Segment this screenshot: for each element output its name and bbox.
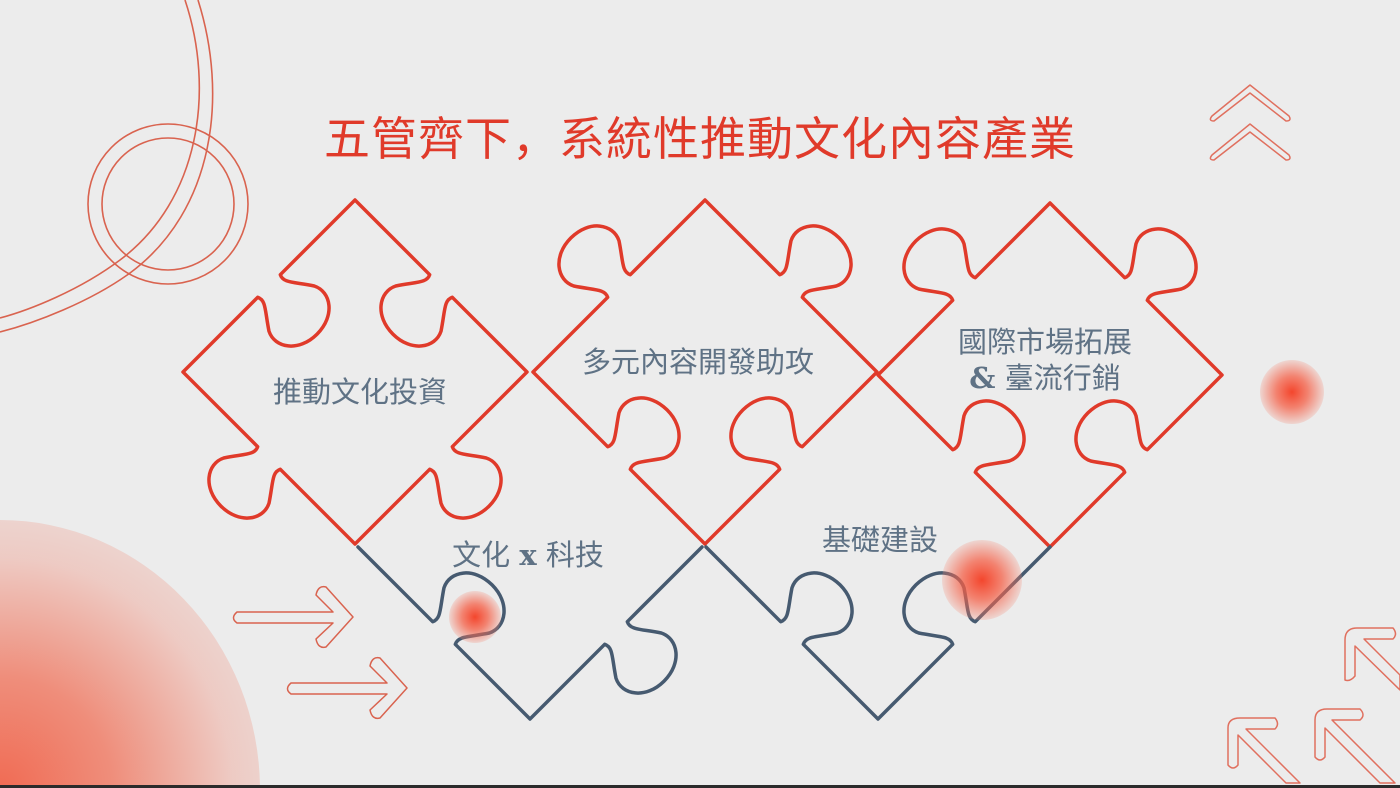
piece-label-international-market: 國際市場拓展 & 臺流行銷: [958, 324, 1132, 396]
glow-dot: [449, 591, 501, 643]
piece-label-culture-x-tech: 文化 x 科技: [452, 538, 604, 572]
chevron-up-icon: [1209, 84, 1291, 161]
puzzle-piece-content: [531, 198, 879, 546]
puzzle-piece-tech: [356, 545, 704, 721]
puzzle-piece-investment: [181, 198, 529, 546]
arrow-up-left-icon: [1227, 627, 1400, 784]
piece-label-infrastructure: 基礎建設: [821, 523, 939, 557]
arrow-right-icon: [232, 585, 408, 720]
ampersand: &: [969, 361, 996, 395]
piece-label-content-development: 多元內容開發助攻: [581, 345, 815, 379]
glow-dot: [942, 540, 1022, 620]
times-mark: x: [519, 538, 537, 572]
decorative-arc: [0, 0, 214, 333]
piece-label-investment: 推動文化投資: [272, 375, 448, 409]
glow-dot: [1260, 360, 1324, 424]
label-line-1: 國際市場拓展: [957, 325, 1133, 359]
decorative-rings: [87, 123, 249, 285]
label-line-2: & 臺流行銷: [969, 361, 1121, 395]
slide-title-text: 五管齊下，系統性推動文化內容產業: [324, 112, 1076, 166]
slide-title: 五管齊下，系統性推動文化內容產業: [0, 103, 1400, 169]
bottom-edge-strip: [0, 785, 1400, 788]
puzzle-piece-international: [876, 201, 1224, 549]
